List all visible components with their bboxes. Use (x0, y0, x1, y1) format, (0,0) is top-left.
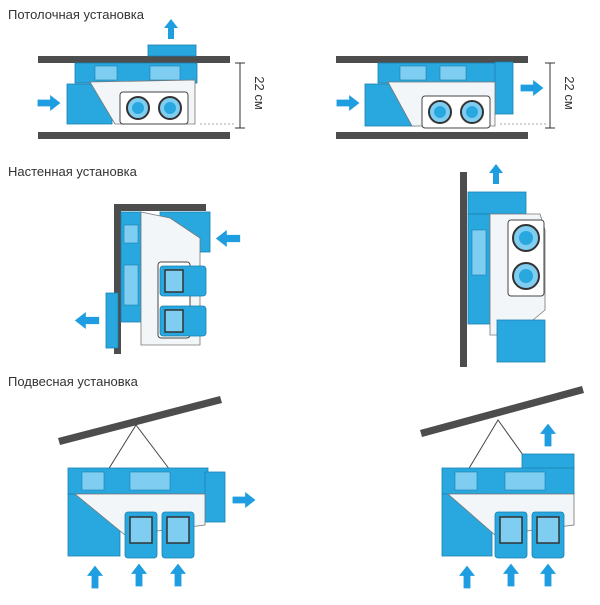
arrow-up-icon (459, 565, 475, 589)
floor-slab (38, 132, 230, 139)
suspended-left-group (58, 396, 256, 589)
arrow-up-icon (489, 164, 503, 184)
arrow-right-icon (232, 492, 256, 508)
ceiling-slab (420, 386, 584, 437)
arrow-up-icon (131, 563, 147, 587)
arrow-up-icon (87, 565, 103, 589)
wall-left-group (74, 204, 241, 354)
ventilation-unit (441, 453, 575, 559)
arrow-left-icon (74, 312, 100, 329)
dimension-label: 22 см (562, 76, 577, 110)
dimension-label: 22 см (252, 76, 267, 110)
suspension-cable (107, 424, 171, 471)
ventilation-unit (66, 44, 198, 125)
ventilation-unit (364, 61, 514, 129)
wall (114, 204, 121, 354)
height-dimension: 22 см (200, 62, 267, 129)
ceiling-slab (38, 56, 230, 63)
arrow-right-icon (520, 80, 544, 96)
section-title-ceiling: Потолочная установка (8, 7, 144, 22)
ceiling-slab (336, 56, 528, 63)
arrow-up-icon (503, 563, 519, 587)
section-title-wall: Настенная установка (8, 164, 137, 179)
arrow-left-icon (215, 230, 241, 247)
wall-right-group (460, 164, 546, 367)
suspended-right-group (420, 386, 584, 589)
floor-slab (336, 132, 528, 139)
arrow-up-icon (540, 423, 556, 447)
ceiling-right-group: 22 см (336, 56, 577, 139)
ceiling-left-group: 22 см (37, 19, 267, 139)
section-title-suspended: Подвесная установка (8, 374, 138, 389)
arrow-up-icon (170, 563, 186, 587)
wall (460, 172, 467, 367)
arrow-up-icon (164, 19, 178, 39)
arrow-right-icon (336, 95, 360, 111)
ventilation-unit (105, 211, 211, 349)
suspension-cable (467, 419, 529, 471)
height-dimension: 22 см (500, 62, 577, 129)
arrow-up-icon (540, 563, 556, 587)
ceiling-slab (114, 204, 206, 211)
ventilation-unit (467, 191, 546, 363)
ventilation-unit (67, 467, 226, 559)
arrow-right-icon (37, 95, 61, 111)
ceiling-slab (58, 396, 222, 445)
